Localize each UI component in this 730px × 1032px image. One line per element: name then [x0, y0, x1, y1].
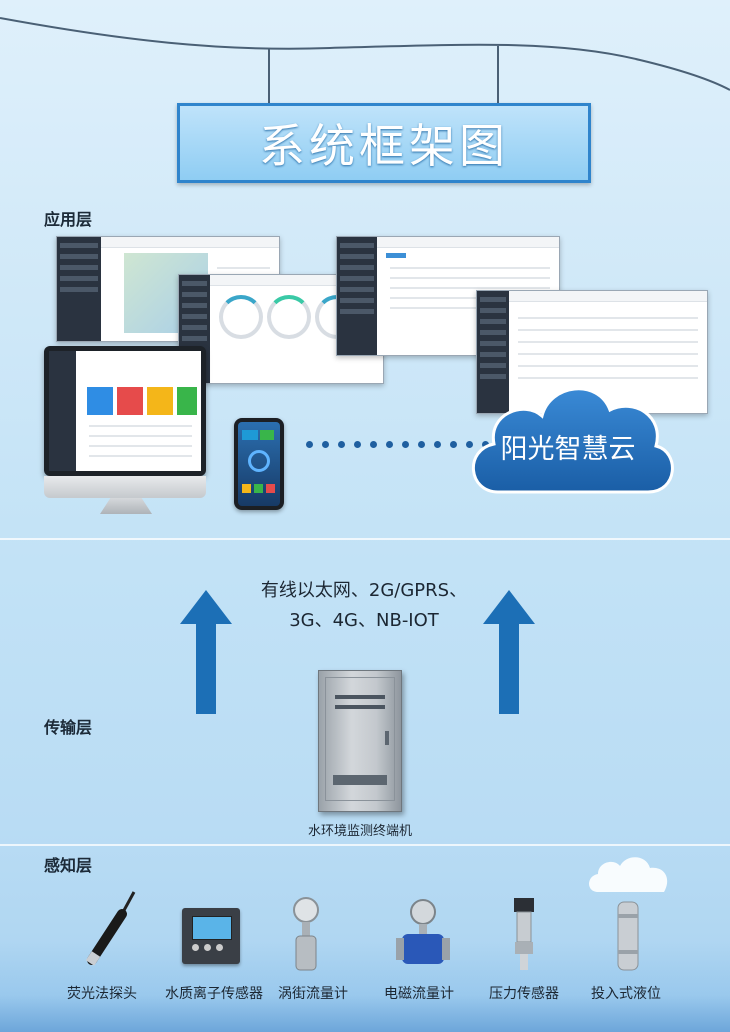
fluorescence-probe-icon: [85, 891, 136, 966]
cloud-icon: [471, 387, 674, 494]
network-line-1: 有线以太网、2G/GPRS、: [260, 580, 468, 601]
title-banner: 系统框架图: [177, 103, 591, 183]
monitor-chin: [44, 476, 206, 498]
vortex-flowmeter-icon: [293, 897, 319, 971]
transport-layer-label: 传输层: [44, 718, 93, 737]
layer-divider: [0, 538, 730, 540]
electromagnetic-flowmeter-icon: [396, 899, 450, 964]
up-arrow-icon: [483, 590, 535, 714]
sensor-label: 涡街流量计: [278, 986, 348, 1002]
sensor-label: 水质离子传感器: [165, 986, 263, 1002]
pressure-sensor-icon: [514, 898, 534, 970]
mobile-phone: [234, 418, 284, 510]
connection-dots: [306, 441, 489, 448]
layer-divider: [0, 844, 730, 846]
desktop-monitor: [44, 346, 206, 476]
ion-sensor-icon: [182, 908, 240, 964]
sensor-label: 电磁流量计: [384, 986, 454, 1002]
monitoring-terminal-cabinet: [318, 670, 402, 812]
cloud-label: 阳光智慧云: [500, 433, 636, 465]
small-cloud-decoration: [589, 857, 668, 892]
perception-layer-label: 感知层: [44, 856, 93, 875]
terminal-label: 水环境监测终端机: [307, 824, 412, 839]
sensor-label: 荧光法探头: [67, 986, 137, 1002]
page-title: 系统框架图: [259, 119, 509, 173]
sensor-label: 压力传感器: [489, 986, 559, 1002]
submersible-level-sensor-icon: [617, 901, 639, 971]
application-layer-label: 应用层: [44, 210, 93, 229]
top-wave-decoration: [0, 17, 730, 104]
sensor-label: 投入式液位: [591, 986, 661, 1002]
monitor-stand: [100, 498, 152, 514]
bottom-water-band: [0, 940, 730, 1032]
network-line-2: 3G、4G、NB-IOT: [289, 610, 439, 631]
up-arrow-icon: [180, 590, 232, 714]
